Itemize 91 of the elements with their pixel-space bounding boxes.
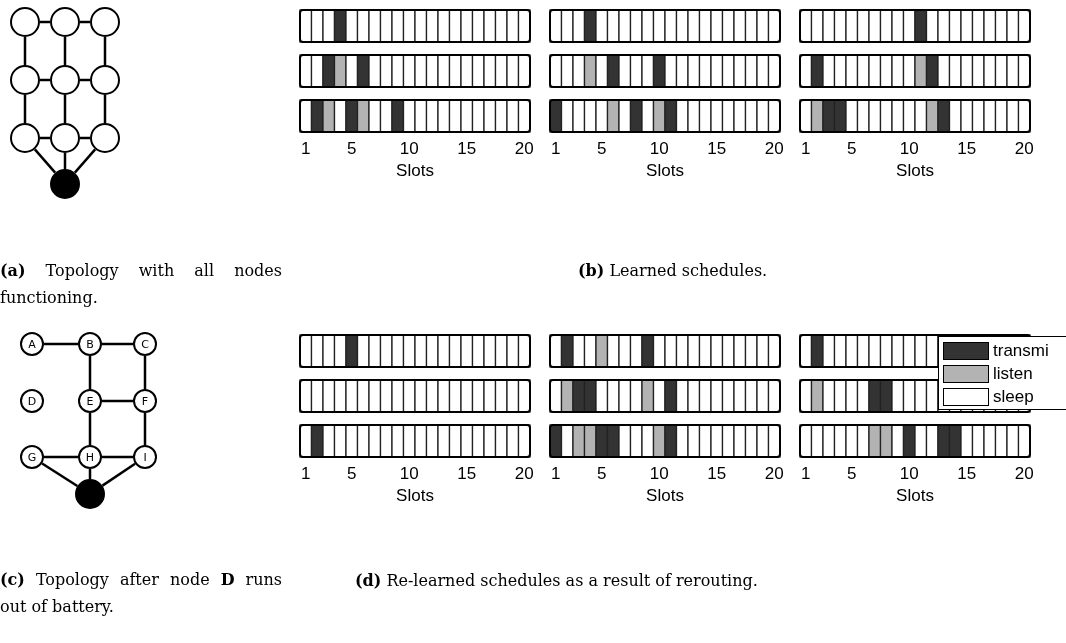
axis-tick-label: 1	[301, 465, 311, 482]
network-node-circle	[78, 332, 102, 356]
axis-tick-label: 15	[957, 140, 977, 157]
axis-tick-label: 15	[457, 465, 477, 482]
connector-line	[103, 37, 107, 65]
connector-line	[143, 413, 147, 445]
network-node-circle	[133, 332, 157, 356]
network-node-circle	[50, 65, 80, 95]
axis-tick-label: 20	[1014, 140, 1034, 157]
axis-title: Slots	[396, 162, 434, 179]
axis-tick-label: 1	[551, 465, 561, 482]
subfigure-caption: (c) Topology after node D runs out of battery.	[0, 569, 282, 618]
node-label: E	[86, 395, 94, 407]
axis-title: Slots	[646, 487, 684, 504]
axis-tick-label: 20	[764, 465, 784, 482]
connector-line	[73, 148, 97, 174]
sink-node-circle	[75, 479, 105, 509]
node-label: I	[143, 451, 147, 463]
connector-line	[63, 37, 67, 65]
legend-label: listen	[993, 364, 1033, 384]
network-node-circle	[20, 389, 44, 413]
axis-tick-label: 20	[1014, 465, 1034, 482]
subfigure-caption: (d) Re-learned schedules as a result of rerouting.	[355, 570, 758, 592]
axis-tick-label: 15	[957, 465, 977, 482]
network-node-circle	[10, 123, 40, 153]
legend-label: sleep	[993, 387, 1034, 407]
network-node-circle	[20, 332, 44, 356]
axis-title: Slots	[646, 162, 684, 179]
axis-tick-label: 15	[707, 140, 727, 157]
axis-tick-label: 5	[847, 465, 857, 482]
axis-tick-label: 10	[399, 140, 419, 157]
connector-line	[44, 455, 78, 459]
axis-title: Slots	[896, 162, 934, 179]
node-label: B	[86, 338, 94, 350]
node-label: F	[141, 395, 149, 407]
connector-line	[143, 356, 147, 389]
network-node-circle	[78, 389, 102, 413]
axis-tick-label: 15	[457, 140, 477, 157]
network-node-circle	[10, 7, 40, 37]
network-node-circle	[78, 445, 102, 469]
node-label: A	[28, 338, 36, 350]
axis-title: Slots	[396, 487, 434, 504]
axis-tick-label: 10	[649, 465, 669, 482]
node-label: H	[85, 451, 95, 463]
connector-line	[23, 95, 27, 123]
node-label: C	[141, 338, 149, 350]
node-label: G	[27, 451, 37, 463]
subfigure-caption: (a) Topology with all nodes functioning.	[0, 260, 282, 309]
connector-line	[88, 356, 92, 389]
network-node-circle	[10, 65, 40, 95]
connector-line	[63, 95, 67, 123]
network-node-circle	[50, 7, 80, 37]
subfigure-caption: (b) Learned schedules.	[578, 260, 768, 282]
connector-line	[41, 462, 79, 487]
connector-line	[101, 462, 136, 487]
connector-line	[44, 342, 78, 346]
axis-tick-label: 10	[399, 465, 419, 482]
connector-line	[23, 37, 27, 65]
connector-line	[102, 399, 133, 403]
axis-tick-label: 5	[847, 140, 857, 157]
network-node-circle	[90, 7, 120, 37]
connector-line	[103, 95, 107, 123]
axis-title: Slots	[896, 487, 934, 504]
node-label: D	[27, 395, 37, 407]
network-node-circle	[20, 445, 44, 469]
network-node-circle	[133, 389, 157, 413]
axis-tick-label: 10	[649, 140, 669, 157]
axis-tick-label: 20	[514, 140, 534, 157]
connector-line	[88, 413, 92, 445]
connector-line	[102, 455, 133, 459]
axis-tick-label: 20	[764, 140, 784, 157]
axis-tick-label: 20	[514, 465, 534, 482]
axis-tick-label: 1	[301, 140, 311, 157]
axis-tick-label: 1	[801, 140, 811, 157]
axis-tick-label: 5	[347, 140, 357, 157]
connector-line	[33, 148, 57, 174]
legend-label: transmi	[993, 341, 1049, 361]
network-node-circle	[90, 123, 120, 153]
axis-tick-label: 15	[707, 465, 727, 482]
axis-tick-label: 1	[801, 465, 811, 482]
axis-tick-label: 5	[597, 140, 607, 157]
axis-tick-label: 10	[899, 465, 919, 482]
axis-tick-label: 5	[597, 465, 607, 482]
axis-tick-label: 5	[347, 465, 357, 482]
network-node-circle	[90, 65, 120, 95]
network-node-circle	[50, 123, 80, 153]
axis-tick-label: 1	[551, 140, 561, 157]
axis-tick-label: 10	[899, 140, 919, 157]
connector-line	[102, 342, 133, 346]
network-node-circle	[133, 445, 157, 469]
sink-node-circle	[50, 169, 80, 199]
